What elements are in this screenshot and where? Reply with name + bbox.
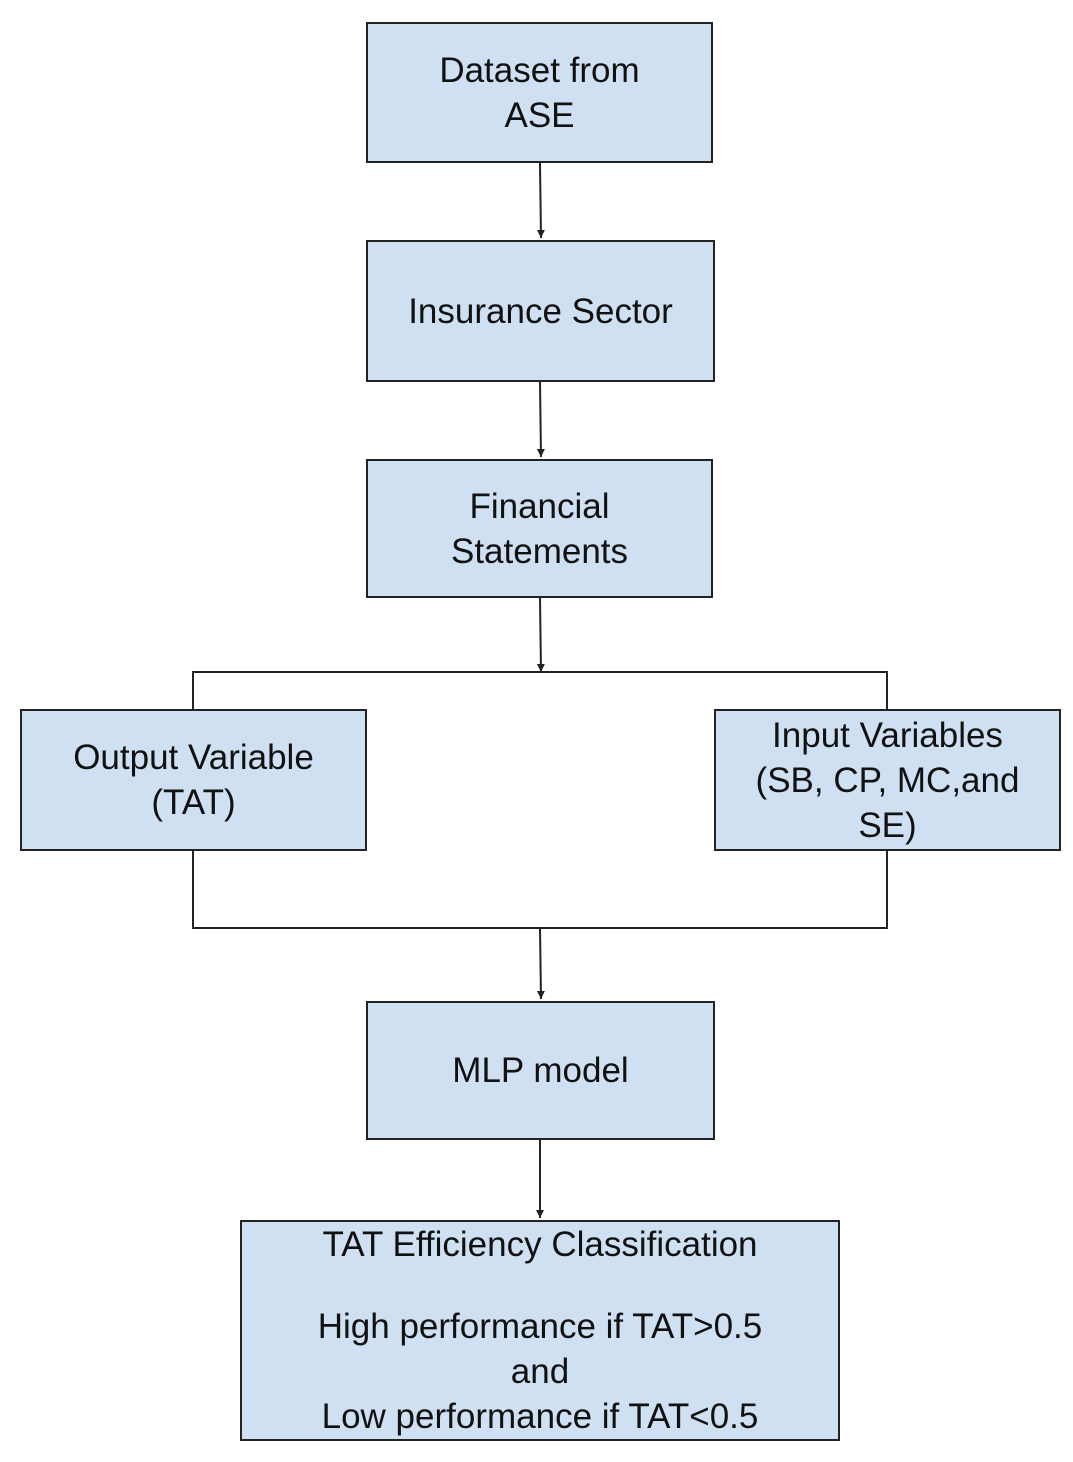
node-title: TAT Efficiency Classification — [322, 1225, 758, 1264]
rule-low-performance: Low performance if TAT<0.5 — [321, 1397, 759, 1436]
merge-bracket-bottom — [192, 851, 888, 929]
node-dataset-from-ase: Dataset from ASE — [366, 22, 713, 163]
node-text-line: Input Variables — [772, 715, 1003, 755]
node-tat-efficiency-classification: TAT Efficiency Classification High perfo… — [240, 1220, 840, 1441]
node-financial-statements: Financial Statements — [366, 459, 713, 598]
node-text-line: (TAT) — [151, 783, 236, 822]
node-text-line: Financial — [469, 486, 610, 526]
node-text-line: (SB, CP, MC,and — [755, 760, 1020, 800]
node-text-line: Statements — [450, 531, 629, 571]
arrow-merge-to-mlp — [536, 927, 545, 1000]
rule-high-performance: High performance if TAT>0.5 — [317, 1307, 763, 1346]
arrow-dataset-to-insurance — [536, 162, 545, 239]
node-mlp-model: MLP model — [366, 1001, 715, 1140]
node-text-line: Dataset from — [439, 50, 640, 90]
node-output-variable: Output Variable (TAT) — [20, 709, 367, 851]
split-bracket-top — [192, 671, 888, 709]
arrow-insurance-to-financial — [536, 381, 545, 458]
node-text-line: Output Variable — [73, 738, 314, 777]
node-text-line: SE) — [858, 805, 917, 845]
rule-conjunction: and — [510, 1352, 570, 1391]
node-insurance-sector: Insurance Sector — [366, 240, 715, 382]
node-input-variables: Input Variables (SB, CP, MC,and SE) — [714, 709, 1061, 851]
node-text-line: MLP model — [452, 1051, 629, 1090]
arrow-financial-to-split — [536, 597, 545, 673]
node-text-line: ASE — [504, 95, 575, 135]
node-text-line: Insurance Sector — [408, 291, 673, 331]
